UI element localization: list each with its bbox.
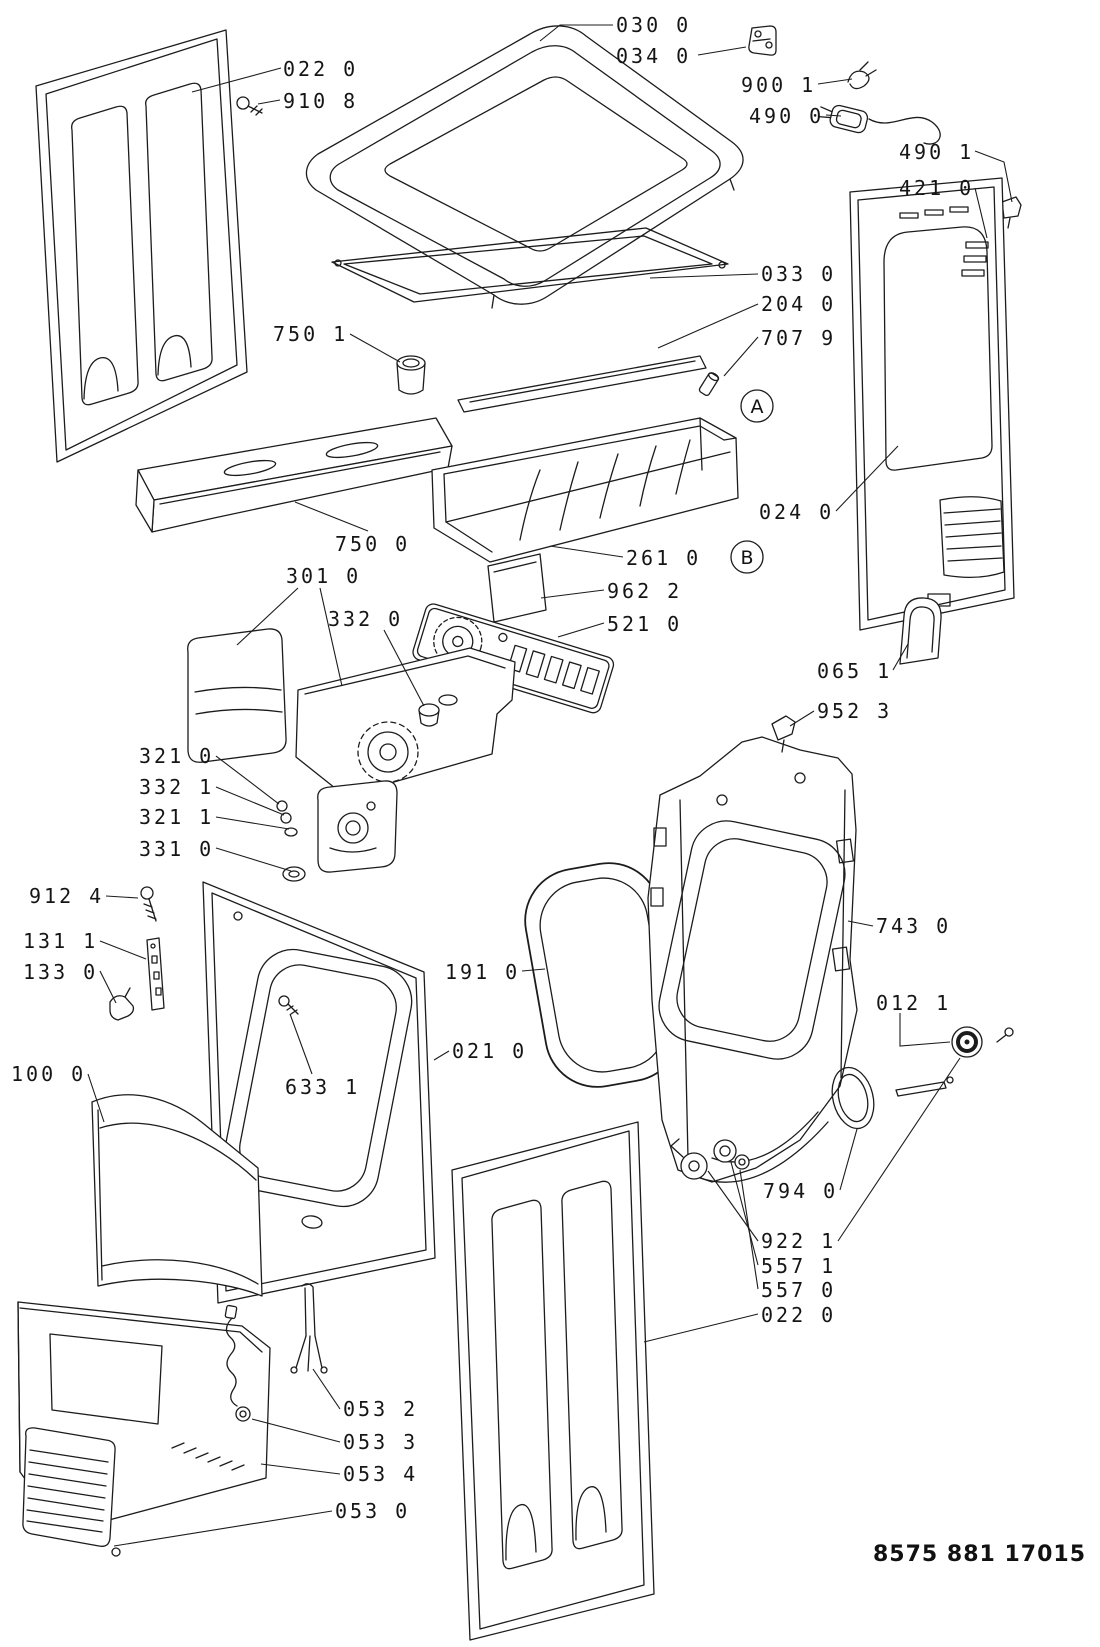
part-label-750-0: 750 0 (335, 532, 411, 556)
leader-lines (87, 24, 1013, 1547)
part-label-133-0: 133 0 (23, 960, 99, 984)
callout-b-label: B (740, 547, 753, 569)
part-label-053-4: 053 4 (343, 1462, 419, 1486)
part-dispenser-drawer-front (187, 628, 287, 763)
part-knob (418, 703, 440, 727)
part-support-bracket (290, 1283, 328, 1374)
part-label-321-1: 321 1 (139, 805, 215, 829)
part-vent-grille (22, 1427, 121, 1557)
drawing-number: 8575 881 17015 (873, 1542, 1087, 1567)
part-label-301-0: 301 0 (286, 564, 362, 588)
part-label-012-1: 012 1 (876, 991, 952, 1015)
part-label-332-0: 332 0 (328, 607, 404, 631)
part-label-261-0: 261 0 (626, 546, 702, 570)
part-rear-panel (849, 177, 1015, 631)
part-label-557-1: 557 1 (761, 1254, 837, 1278)
part-label-053-2: 053 2 (343, 1397, 419, 1421)
part-cord-clip (847, 61, 877, 90)
part-front-panel (202, 881, 436, 1304)
screw-icon-912 (140, 886, 157, 922)
part-label-131-1: 131 1 (23, 929, 99, 953)
part-rail-strip (146, 937, 165, 1011)
part-label-490-0: 490 0 (749, 104, 825, 128)
part-label-900-1: 900 1 (741, 73, 817, 97)
part-spacer-bushing (396, 355, 426, 395)
part-label-021-0: 021 0 (452, 1039, 528, 1063)
screw-icon-633 (278, 995, 299, 1015)
callout-a-circle (740, 389, 774, 423)
part-label-022-0-top: 022 0 (283, 57, 359, 81)
part-push-buttons (276, 800, 298, 837)
part-label-794-0: 794 0 (763, 1179, 839, 1203)
part-label-743-0: 743 0 (876, 914, 952, 938)
part-trim-strip (457, 355, 707, 413)
part-hinge-pin (895, 1076, 954, 1097)
callout-a-label: A (751, 396, 764, 418)
part-power-cord-plug (817, 104, 941, 145)
part-lid-hinge-frame (331, 227, 729, 303)
part-label-912-4: 912 4 (29, 884, 105, 908)
part-label-022-0-bottom: 022 0 (761, 1303, 837, 1327)
part-label-490-1: 490 1 (899, 140, 975, 164)
part-console-support (135, 417, 453, 533)
part-label-065-1: 065 1 (817, 659, 893, 683)
part-label-421-0: 421 0 (899, 176, 975, 200)
part-clip-952 (771, 715, 796, 753)
screw-icon-910 (236, 96, 263, 116)
part-label-910-8: 910 8 (283, 89, 359, 113)
part-label-191-0: 191 0 (445, 960, 521, 984)
part-idler-pulley (670, 1138, 708, 1180)
part-label-204-0: 204 0 (761, 292, 837, 316)
part-label-100-0: 100 0 (11, 1062, 87, 1086)
part-label-053-0: 053 0 (335, 1499, 411, 1523)
part-label-922-1: 922 1 (761, 1229, 837, 1253)
part-label-053-3: 053 3 (343, 1430, 419, 1454)
callout-b-circle (730, 540, 764, 574)
part-damper-pin (698, 372, 720, 397)
part-cabinet-side-panel-right (451, 1121, 655, 1641)
part-cabinet-side-panel-left (35, 29, 248, 463)
part-label-030-0: 030 0 (616, 13, 692, 37)
part-insulation-sheet (487, 553, 547, 623)
part-clip-133 (109, 987, 135, 1021)
part-label-633-1: 633 1 (285, 1075, 361, 1099)
part-label-557-0: 557 0 (761, 1278, 837, 1302)
part-front-bulkhead (647, 736, 858, 1183)
part-console-panel (295, 647, 516, 797)
part-label-332-1: 332 1 (139, 775, 215, 799)
part-label-707-9: 707 9 (761, 326, 837, 350)
part-label-962-2: 962 2 (607, 579, 683, 603)
part-facia-overlay (317, 780, 398, 873)
part-top-lid (305, 25, 744, 309)
part-grommet-assembly (951, 1026, 1014, 1058)
part-label-034-0: 034 0 (616, 44, 692, 68)
part-label-033-0: 033 0 (761, 262, 837, 286)
part-hinge-bracket (748, 25, 777, 56)
part-label-521-0: 521 0 (607, 612, 683, 636)
part-label-321-0: 321 0 (139, 744, 215, 768)
part-lower-access-panel (91, 1094, 263, 1297)
part-access-cover (899, 597, 942, 665)
part-harness-cable (224, 1304, 251, 1422)
part-bearing-rings (713, 1139, 750, 1170)
part-label-750-1: 750 1 (273, 322, 349, 346)
part-label-952-3: 952 3 (817, 699, 893, 723)
part-seal-ring (831, 1066, 875, 1130)
part-air-duct-tray (431, 417, 739, 563)
part-label-331-0: 331 0 (139, 837, 215, 861)
part-label-024-0: 024 0 (759, 500, 835, 524)
